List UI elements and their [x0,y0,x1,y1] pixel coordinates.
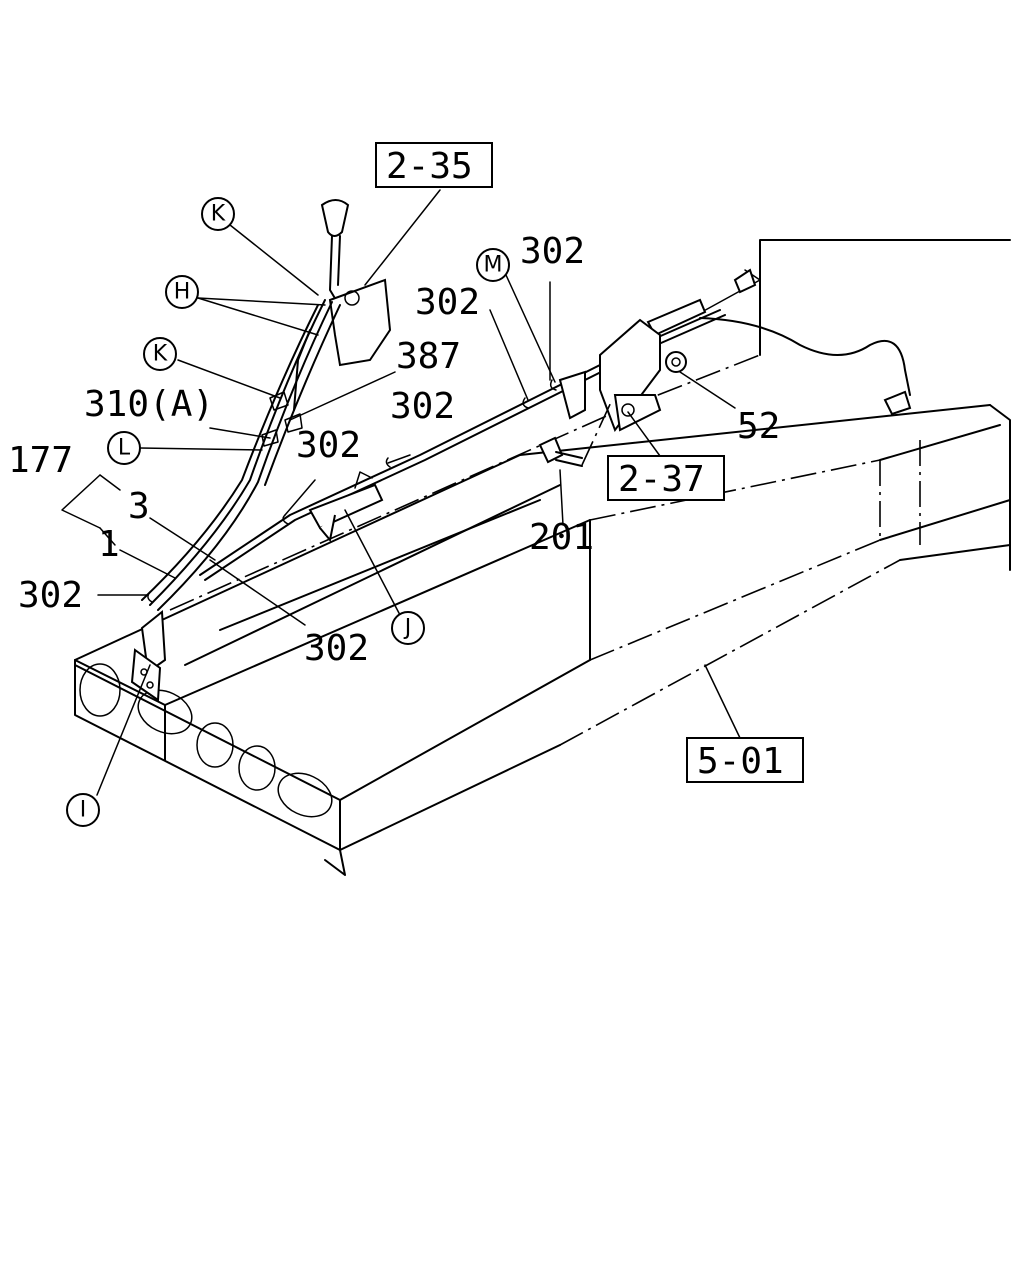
label-52: 52 [737,406,780,447]
circle-k-upper: K [201,197,235,231]
label-302-left: 302 [18,575,83,616]
ref-box-2-37: 2-37 [607,455,725,501]
svg-text:K: K [153,342,168,367]
label-1: 1 [98,524,120,565]
circle-k-lower: K [143,337,177,371]
label-302-top-right: 302 [520,231,585,272]
ref-2-37-label: 2-37 [618,459,705,500]
circle-l: L [107,431,141,465]
cables-front [141,299,341,611]
ref-box-5-01: 5-01 [686,737,804,783]
leader-lines [61,189,741,796]
ref-5-01-label: 5-01 [697,741,784,782]
label-302-upper: 302 [415,282,480,323]
label-310a: 310(A) [84,384,214,425]
cable-guide-j [308,471,384,543]
svg-text:K: K [211,202,226,227]
label-177: 177 [8,440,73,481]
ref-box-2-35: 2-35 [375,142,493,188]
circle-h: H [165,275,199,309]
label-302-center: 302 [296,425,361,466]
svg-text:H: H [174,280,191,305]
circle-m: M [476,248,510,282]
parking-brake-lever [293,199,392,411]
label-387: 387 [396,336,461,377]
nut-52 [665,351,687,373]
bolt-201 [538,399,613,467]
label-3: 3 [128,486,150,527]
ref-2-35-label: 2-35 [386,146,473,187]
rear-bracket [558,318,662,433]
svg-text:J: J [403,616,412,641]
circle-i: I [66,793,100,827]
label-201: 201 [529,517,594,558]
label-302-lower: 302 [304,628,369,669]
svg-text:L: L [118,436,131,461]
svg-text:I: I [80,798,87,823]
circle-j: J [391,611,425,645]
front-bracket [130,610,167,702]
svg-text:M: M [484,253,503,278]
frame-rail [74,239,1011,876]
cable-clips [147,379,557,603]
label-302-mid: 302 [390,386,455,427]
